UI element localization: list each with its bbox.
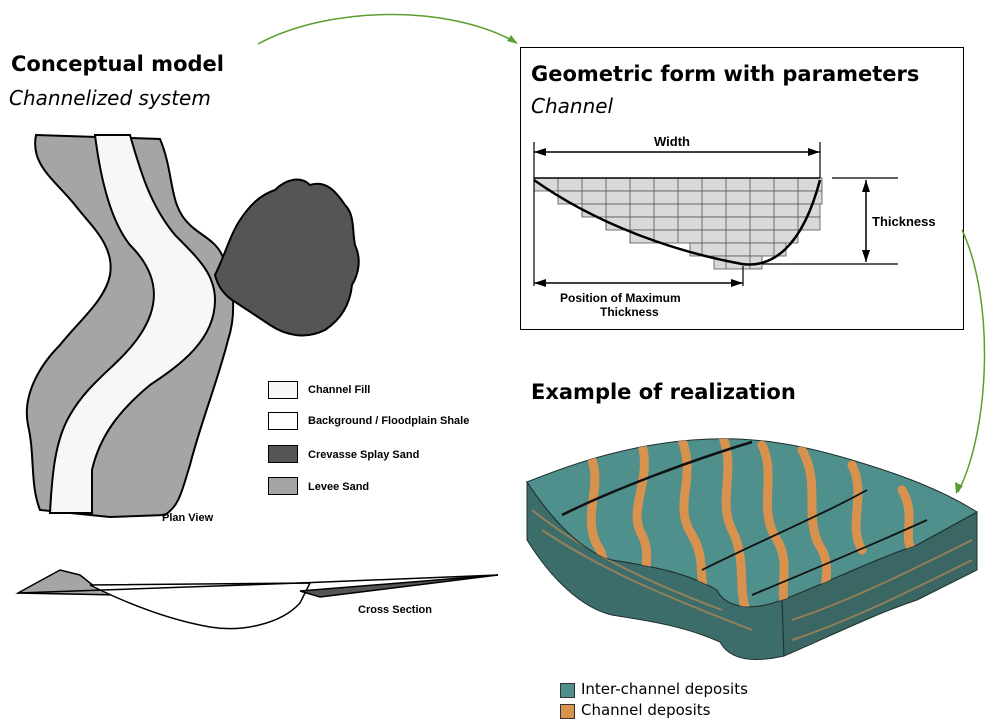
legend-swatch-floodplain-shale (268, 412, 298, 430)
cross-section-channel (89, 582, 312, 630)
plan-view-label: Plan View (162, 512, 214, 524)
fault-line-2 (701, 489, 868, 571)
legend-swatch-crevasse-splay (268, 445, 298, 463)
realization-title: Example of realization (531, 380, 796, 404)
conceptual-model-subtitle: Channelized system (9, 86, 211, 110)
channel-fill-region (48, 134, 217, 514)
legend-swatch-levee-sand (268, 477, 298, 495)
geometric-form-subtitle: Channel (531, 94, 614, 118)
arrow-conceptual-to-geometric (257, 13, 516, 45)
legend-swatch-channel-deposits (560, 704, 575, 719)
arrow-geometric-to-realization (957, 229, 986, 493)
cross-section-label: Cross Section (358, 604, 432, 616)
realization-block-model (526, 438, 978, 660)
legend-label-crevasse-splay: Crevasse Splay Sand (308, 449, 420, 461)
geometric-form-panel (520, 47, 964, 330)
cross-section-splay (299, 574, 499, 598)
legend-swatch-channel-fill (268, 381, 298, 399)
fault-line-3 (751, 519, 928, 596)
channel-geometry-diagram: Width Thickness Position of Maximum Thic… (533, 134, 936, 319)
geometric-form-title: Geometric form with parameters (531, 62, 920, 86)
legend-label-floodplain-shale: Background / Floodplain Shale (308, 415, 470, 427)
channel-profile-curve (533, 178, 822, 266)
thickness-label: Thickness (872, 214, 936, 229)
legend-label-inter-channel: Inter-channel deposits (581, 680, 748, 698)
crevasse-splay-region (213, 178, 360, 337)
width-label: Width (654, 134, 690, 149)
cross-section-surface (17, 574, 499, 594)
legend-label-channel-deposits: Channel deposits (581, 701, 711, 719)
position-label-line1: Position of Maximum (560, 291, 681, 305)
legend-label-levee-sand: Levee Sand (308, 481, 370, 493)
legend-swatch-inter-channel (560, 683, 575, 698)
legend-label-channel-fill: Channel Fill (308, 384, 371, 396)
position-label-line2: Thickness (600, 305, 659, 319)
fault-line-1 (561, 440, 753, 517)
cross-section-levee (15, 569, 121, 596)
conceptual-model-title: Conceptual model (11, 52, 224, 76)
plan-view-diagram (15, 133, 499, 630)
